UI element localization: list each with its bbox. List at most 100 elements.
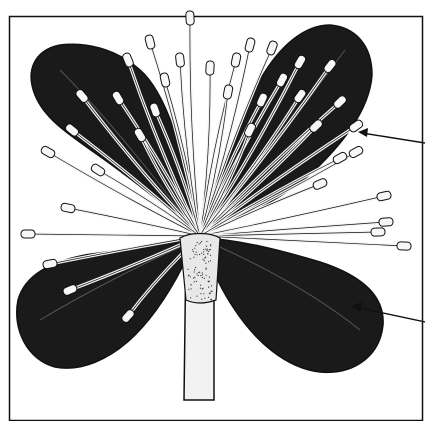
stipple-dot [206, 275, 207, 276]
anther [90, 163, 106, 177]
stipple-dot [206, 241, 207, 242]
stipple-dot [209, 281, 210, 282]
stipple-dot [210, 293, 211, 294]
stipple-dot [202, 272, 203, 273]
stipple-dot [190, 258, 191, 259]
stipple-dot [191, 288, 192, 289]
stipple-dot [200, 293, 201, 294]
stipple-dot [202, 277, 203, 278]
anther [379, 217, 394, 226]
stipple-dot [211, 285, 212, 286]
stipple-dot [204, 260, 205, 261]
stipple-dot [199, 243, 200, 244]
stipple-dot [207, 253, 208, 254]
stipple-dot [197, 254, 198, 255]
stipple-dot [201, 299, 202, 300]
stipple-dot [208, 251, 209, 252]
stipple-dot [205, 257, 206, 258]
stipple-dot [190, 276, 191, 277]
stipple-dot [208, 287, 209, 288]
anther [312, 178, 328, 191]
stipple-dot [205, 269, 206, 270]
anther [397, 242, 411, 251]
stipple-dot [197, 273, 198, 274]
stipple-dot [195, 245, 196, 246]
anther [186, 11, 195, 25]
anther [206, 61, 215, 75]
anther [160, 72, 171, 87]
stipple-dot [206, 246, 207, 247]
stipple-dot [201, 241, 202, 242]
stipple-dot [189, 275, 190, 276]
stipple-dot [211, 291, 212, 292]
stipple-dot [193, 251, 194, 252]
anther [371, 228, 385, 236]
stipple-dot [194, 248, 195, 249]
stipple-dot [208, 261, 209, 262]
stipple-dot [188, 289, 189, 290]
stipple-dot [198, 275, 199, 276]
stipple-dot [190, 297, 191, 298]
stipple-dot [200, 288, 201, 289]
anther [175, 53, 185, 68]
stipple-dot [194, 271, 195, 272]
pointer-line-stamen [362, 133, 425, 143]
pedicel [180, 234, 220, 401]
stipple-dot [209, 249, 210, 250]
stipple-dot [194, 254, 195, 255]
receptacle [180, 234, 220, 304]
stipple-dot [203, 249, 204, 250]
stipple-dot [192, 249, 193, 250]
anther [376, 191, 391, 202]
stipple-dot [203, 251, 204, 252]
anther [60, 203, 75, 214]
stipple-dot [206, 250, 207, 251]
stipple-dot [203, 259, 204, 260]
stipple-dot [210, 255, 211, 256]
stipple-dot [194, 269, 195, 270]
stipple-dot [210, 245, 211, 246]
stipple-dot [205, 249, 206, 250]
anther [21, 230, 35, 238]
stipple-dot [204, 298, 205, 299]
stipple-dot [211, 299, 212, 300]
anther [348, 145, 364, 159]
stipple-dot [196, 296, 197, 297]
stipple-dot [200, 275, 201, 276]
stipple-dot [194, 277, 195, 278]
stipple-dot [197, 242, 198, 243]
stipple-dot [204, 257, 205, 258]
anther [332, 151, 348, 165]
stipple-dot [194, 281, 195, 282]
pointer-head-stamen [358, 128, 368, 137]
stipple-dot [201, 253, 202, 254]
stipple-dot [196, 281, 197, 282]
stipple-dot [193, 257, 194, 258]
stipple-dot [193, 278, 194, 279]
stipple-dot [195, 267, 196, 268]
stipple-dot [202, 288, 203, 289]
stipple-dot [196, 252, 197, 253]
anther [266, 40, 278, 56]
stipple-dot [200, 242, 201, 243]
stipple-dot [209, 277, 210, 278]
stipple-dot [187, 269, 188, 270]
stipple-dot [208, 297, 209, 298]
stipple-dot [207, 249, 208, 250]
stipple-dot [203, 254, 204, 255]
stipple-dot [206, 268, 207, 269]
stipple-dot [200, 285, 201, 286]
anther [244, 37, 255, 53]
petal-lower-left [17, 238, 196, 368]
stipple-dot [205, 263, 206, 264]
anther [40, 145, 56, 159]
stipple-dot [199, 254, 200, 255]
stipple-dot [190, 284, 191, 285]
stipple-dot [203, 293, 204, 294]
anther [223, 84, 234, 99]
stipple-dot [198, 272, 199, 273]
stipple-dot [202, 274, 203, 275]
stipple-dot [204, 278, 205, 279]
